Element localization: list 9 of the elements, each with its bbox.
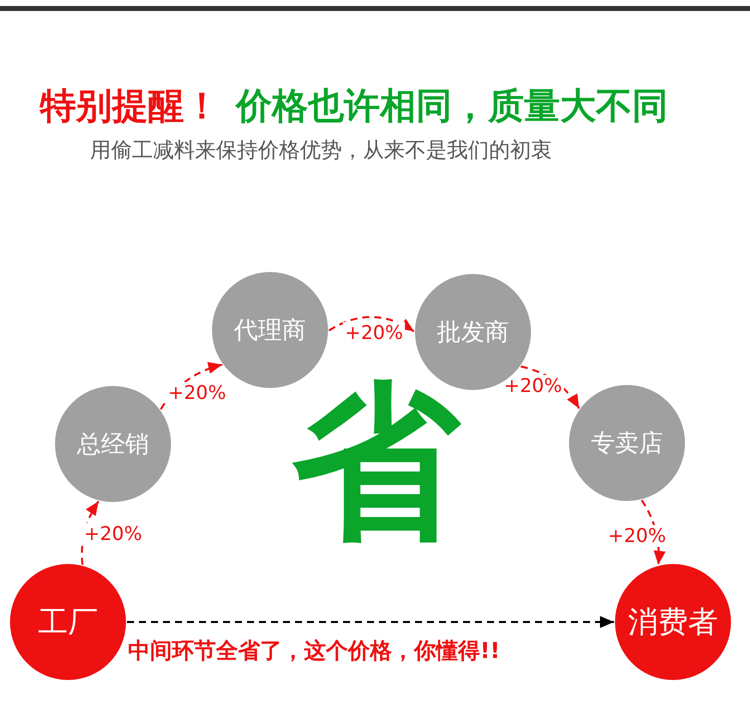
endpoint-circle: 消费者	[615, 564, 731, 680]
stage-circle: 专卖店	[569, 385, 685, 501]
headline: 价格也许相同，质量大不同	[236, 85, 668, 129]
headline: 特别提醒！	[40, 85, 220, 129]
stage-circle: 总经销	[55, 386, 171, 502]
arrow	[328, 316, 415, 332]
endpoint-circle: 工厂	[10, 564, 126, 680]
subtitle: 用偷工减料来保持价格优势，从来不是我们的初衷	[90, 137, 552, 164]
arrow	[127, 616, 614, 628]
